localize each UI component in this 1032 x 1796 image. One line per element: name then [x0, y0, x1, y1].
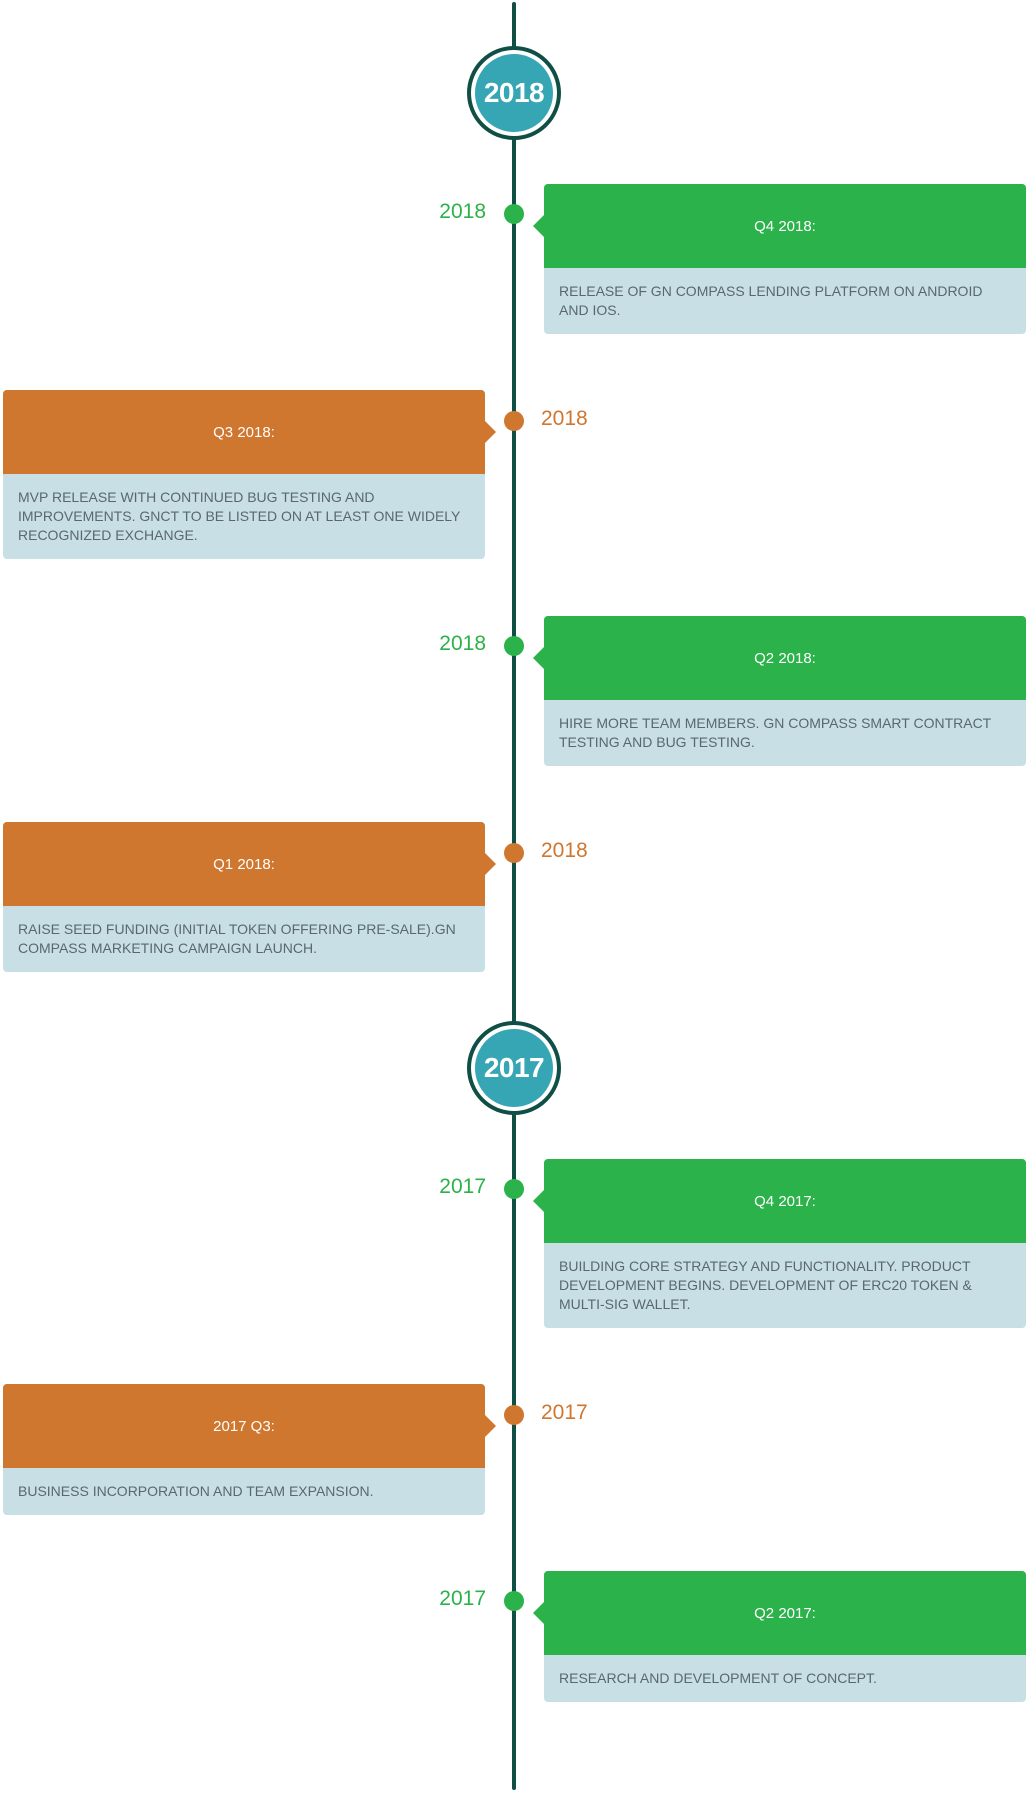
event-date-label: 2018: [439, 632, 486, 655]
card-pointer-arrow: [533, 1602, 544, 1624]
event-card-title: Q2 2017:: [754, 1604, 816, 1622]
event-card-header: Q1 2018:: [3, 822, 496, 906]
event-card: Q2 2017: RESEARCH AND DEVELOPMENT OF CONC…: [533, 1571, 1026, 1702]
event-card-header: Q2 2018:: [533, 616, 1026, 700]
event-card: Q4 2018: RELEASE OF GN COMPASS LENDING PL…: [533, 184, 1026, 334]
year-badge-1: 2017: [467, 1021, 561, 1115]
event-card-description: MVP RELEASE WITH CONTINUED BUG TESTING A…: [18, 489, 461, 543]
event-card-description: RELEASE OF GN COMPASS LENDING PLATFORM O…: [559, 283, 983, 318]
card-pointer-arrow: [533, 647, 544, 669]
event-card: Q2 2018: HIRE MORE TEAM MEMBERS. GN COMPA…: [533, 616, 1026, 766]
event-card: Q1 2018: RAISE SEED FUNDING (INITIAL TOKE…: [3, 822, 496, 972]
card-pointer-arrow: [485, 1415, 496, 1437]
event-card: Q3 2018: MVP RELEASE WITH CONTINUED BUG T…: [3, 390, 496, 559]
timeline-dot: [504, 411, 524, 431]
year-badge-label: 2017: [475, 1029, 553, 1107]
card-pointer-arrow: [485, 421, 496, 443]
event-card-title: Q4 2018:: [754, 217, 816, 235]
event-card-header: 2017 Q3:: [3, 1384, 496, 1468]
event-card-header: Q4 2017:: [533, 1159, 1026, 1243]
event-card-header: Q2 2017:: [533, 1571, 1026, 1655]
event-date-label: 2017: [439, 1175, 486, 1198]
timeline-dot: [504, 204, 524, 224]
event-date-label: 2017: [439, 1587, 486, 1610]
event-card-title: Q4 2017:: [754, 1192, 816, 1210]
event-card-description: HIRE MORE TEAM MEMBERS. GN COMPASS SMART…: [559, 715, 991, 750]
event-card-title: Q2 2018:: [754, 649, 816, 667]
event-date-label: 2018: [541, 839, 588, 862]
event-card-title: 2017 Q3:: [213, 1417, 275, 1435]
year-badge-0: 2018: [467, 46, 561, 140]
timeline-dot: [504, 636, 524, 656]
year-badge-label: 2018: [475, 54, 553, 132]
event-card: Q4 2017: BUILDING CORE STRATEGY AND FUNCT…: [533, 1159, 1026, 1328]
event-card-description: RAISE SEED FUNDING (INITIAL TOKEN OFFERI…: [18, 921, 456, 956]
card-pointer-arrow: [533, 215, 544, 237]
event-date-label: 2018: [439, 200, 486, 223]
event-date-label: 2017: [541, 1401, 588, 1424]
event-card-header: Q3 2018:: [3, 390, 496, 474]
event-date-label: 2018: [541, 407, 588, 430]
event-card-header: Q4 2018:: [533, 184, 1026, 268]
card-pointer-arrow: [485, 853, 496, 875]
event-card-title: Q3 2018:: [213, 423, 275, 441]
timeline-axis-line: [512, 2, 516, 1790]
timeline-dot: [504, 1405, 524, 1425]
timeline-dot: [504, 1591, 524, 1611]
event-card-description: BUSINESS INCORPORATION AND TEAM EXPANSIO…: [18, 1483, 374, 1499]
timeline-dot: [504, 843, 524, 863]
event-card: 2017 Q3: BUSINESS INCORPORATION AND TEAM …: [3, 1384, 496, 1515]
event-card-description: RESEARCH AND DEVELOPMENT OF CONCEPT.: [559, 1670, 877, 1686]
event-card-title: Q1 2018:: [213, 855, 275, 873]
timeline-dot: [504, 1179, 524, 1199]
event-card-description: BUILDING CORE STRATEGY AND FUNCTIONALITY…: [559, 1258, 972, 1312]
card-pointer-arrow: [533, 1190, 544, 1212]
